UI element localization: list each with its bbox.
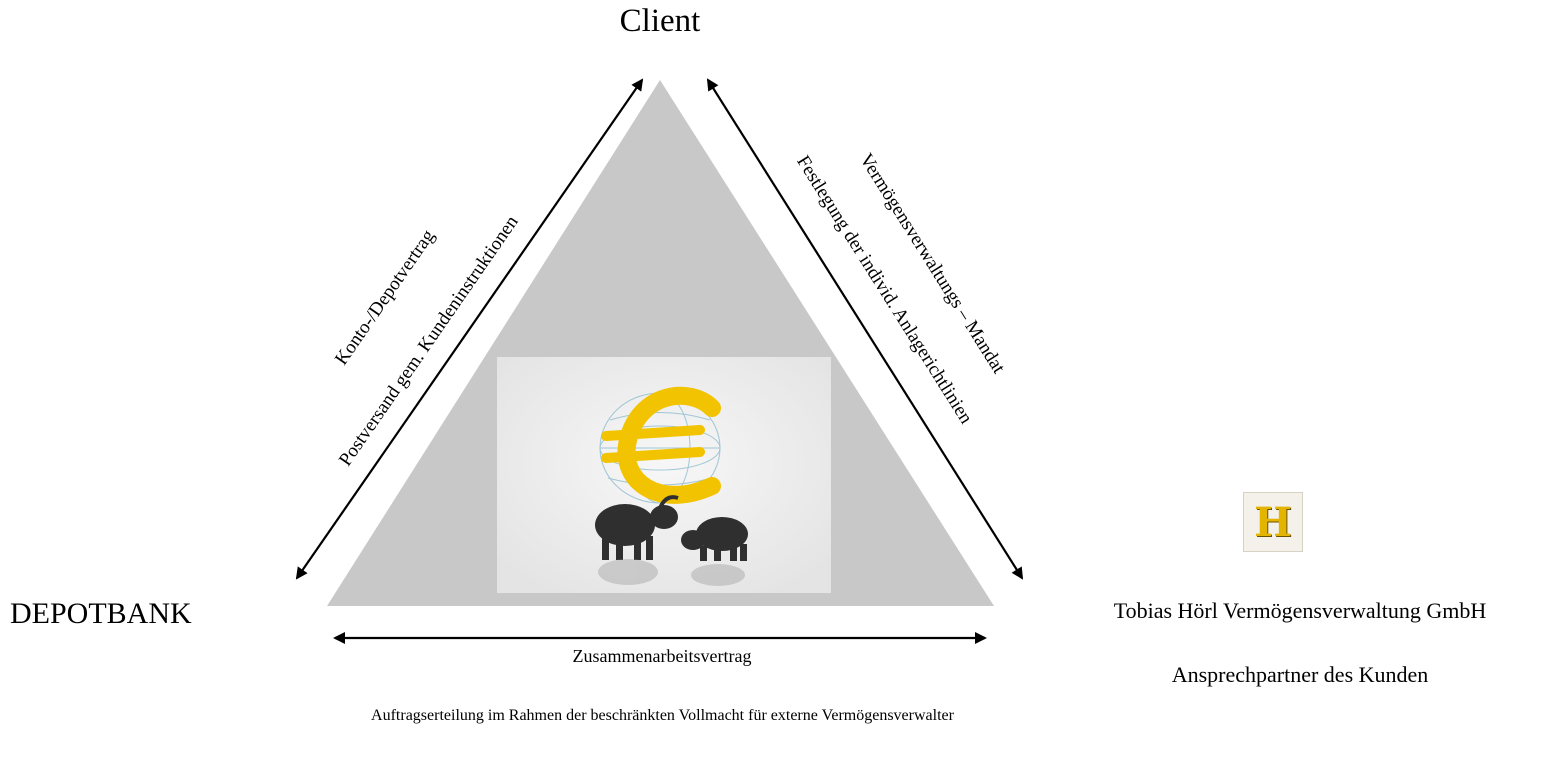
bottom-label-contract: Zusammenarbeitsvertrag [572,646,752,666]
company-name: Tobias Hörl Vermögensverwaltung GmbH [1113,598,1487,623]
bottom-description: Auftragserteilung im Rahmen der beschrän… [371,707,954,724]
contact-label: Ansprechpartner des Kunden [1171,662,1429,687]
logo-letter: H [1254,498,1292,546]
arrow-client-depotbank [295,78,644,580]
client-label: Client [619,3,701,39]
depotbank-label: DEPOTBANK [10,597,192,630]
arrow-client-manager [706,78,1024,580]
h-logo-icon: H [1243,492,1303,552]
